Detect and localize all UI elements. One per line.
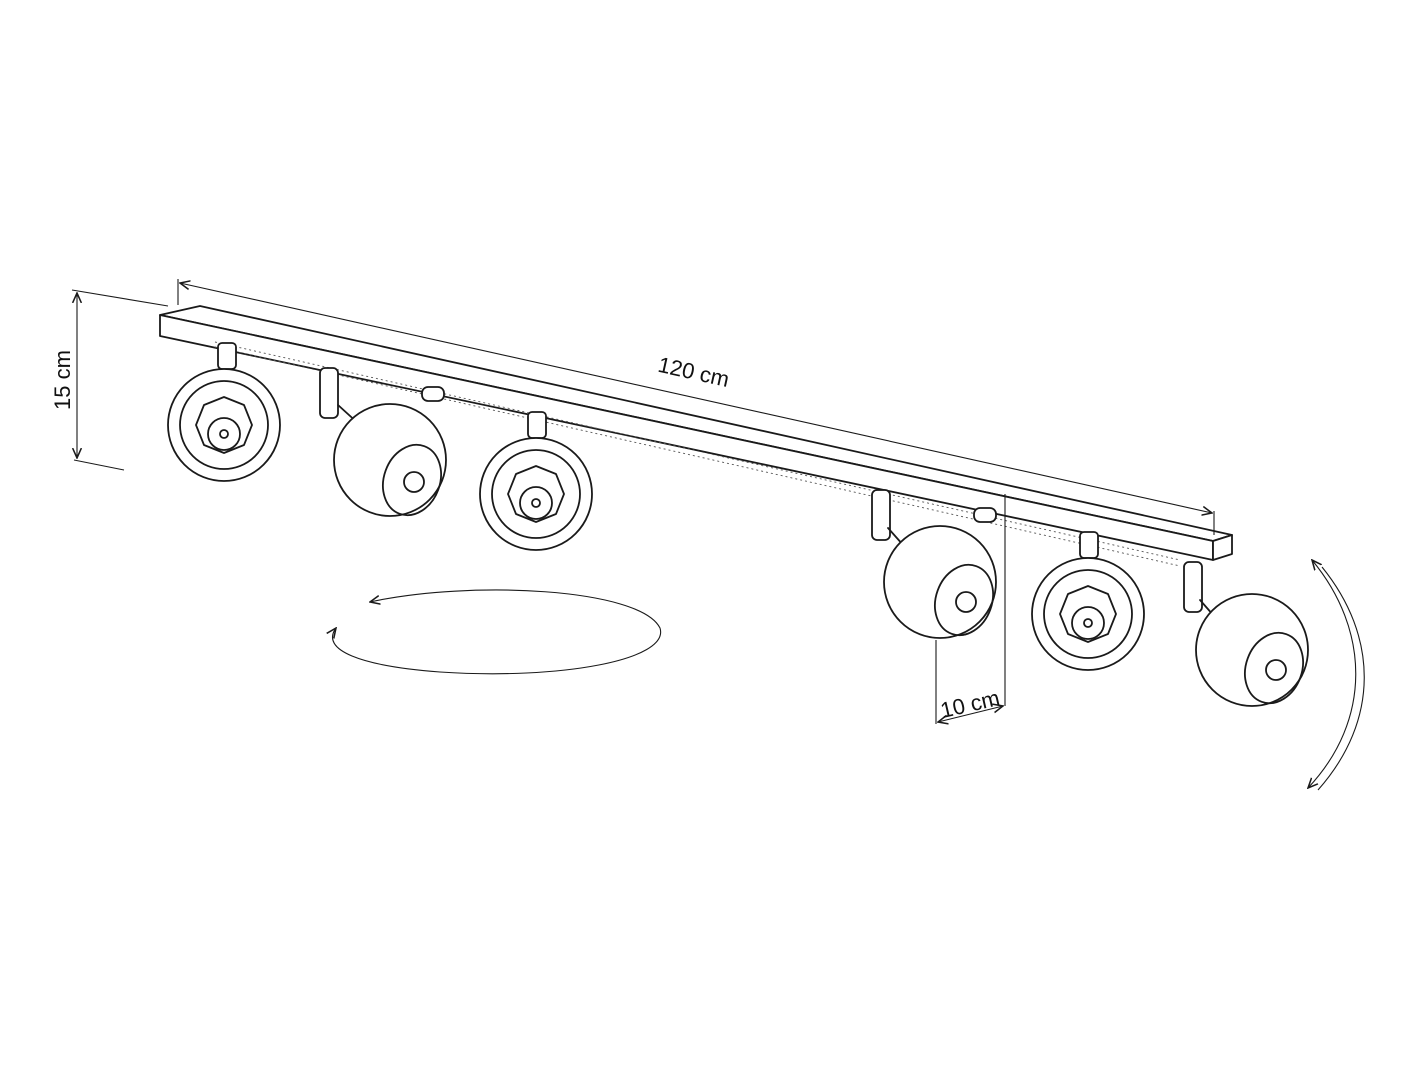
spotlight-4	[871, 489, 997, 639]
spotlight-3	[479, 411, 593, 551]
length-label: 120 cm	[656, 352, 732, 392]
spotlight-6	[1183, 561, 1309, 707]
connector-right	[973, 507, 997, 523]
diameter-label: 10 cm	[938, 685, 1002, 723]
horizontal-rotation-icon	[333, 589, 662, 675]
height-dimension: 15 cm	[50, 289, 169, 471]
spotlight-5	[1031, 531, 1145, 671]
mounting-bar	[159, 305, 1233, 567]
connector-left	[421, 386, 445, 402]
height-label: 15 cm	[50, 350, 75, 410]
vertical-tilt-icon	[1308, 560, 1365, 791]
spotlight-2	[319, 367, 447, 517]
spotlight-1	[167, 342, 281, 482]
